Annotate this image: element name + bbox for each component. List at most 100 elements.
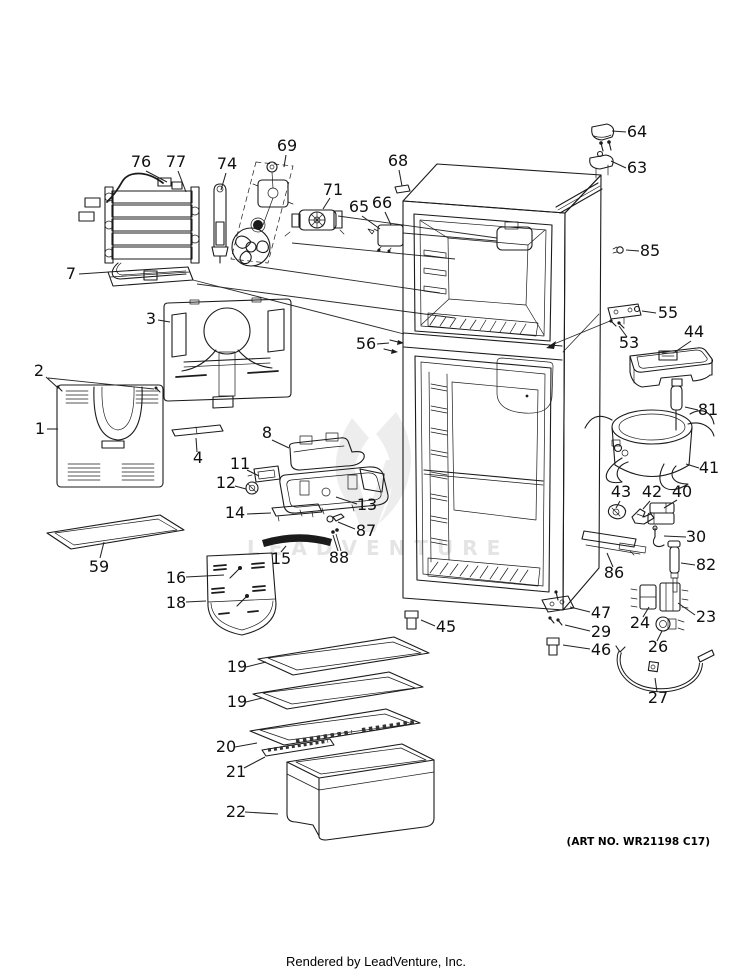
context-leader-lines [47, 215, 611, 552]
callout-53: 53 [619, 333, 639, 352]
art-number-text: (ART NO. WR21198 C17) [567, 836, 710, 848]
callout-8: 8 [262, 423, 272, 442]
leader-line-44 [674, 340, 692, 353]
callout-85: 85 [640, 241, 660, 260]
callout-19: 19 [227, 692, 247, 711]
callout-86: 86 [604, 563, 624, 582]
callout-56: 56 [356, 334, 376, 353]
part-74-heater-tube [211, 183, 229, 264]
callout-71: 71 [323, 180, 343, 199]
part-59-glass-shelf [46, 514, 185, 550]
part-42-clip [631, 508, 655, 525]
part-76-defrost-heater-wire [78, 172, 172, 222]
part-24-plate [630, 584, 657, 610]
part-88-screws [331, 528, 339, 534]
callout-40: 40 [672, 482, 692, 501]
leader-line-41 [685, 463, 700, 469]
part-30-thermal-fuse [652, 525, 665, 548]
part-47-bottom-hinge [541, 590, 575, 613]
leader-line-64 [611, 130, 627, 133]
callout-21: 21 [226, 762, 246, 781]
part-22-crisper-drawer [286, 743, 435, 841]
callout-45: 45 [436, 617, 456, 636]
callout-82: 82 [696, 555, 716, 574]
callout-55: 55 [658, 303, 678, 322]
part-15-seal-strip [262, 534, 332, 547]
callout-24: 24 [630, 613, 650, 632]
part-82-heater-tube [667, 540, 681, 593]
leader-line-77 [177, 170, 187, 193]
callout-19: 19 [227, 657, 247, 676]
callout-76: 76 [131, 152, 151, 171]
part-1-freezer-back-panel [56, 384, 164, 488]
leader-line-65 [361, 215, 381, 230]
callout-81: 81 [698, 400, 718, 419]
callout-88: 88 [329, 548, 349, 567]
part-4-trim-bar [171, 424, 224, 437]
callout-3: 3 [146, 309, 156, 328]
callout-44: 44 [684, 322, 704, 341]
leader-line-43 [615, 500, 621, 509]
leader-line-59 [99, 541, 105, 559]
leader-line-24 [642, 606, 650, 618]
leader-line-47 [569, 606, 591, 613]
part-18-access-cover [206, 552, 277, 636]
leader-line-3 [157, 319, 171, 323]
leader-line-55 [641, 310, 657, 314]
part-71-fan-motor [284, 209, 345, 237]
leader-line-46 [562, 644, 591, 650]
callout-77: 77 [166, 152, 186, 171]
part-13-base-pan [279, 466, 389, 517]
leader-line-76 [145, 170, 168, 183]
callout-42: 42 [642, 482, 662, 501]
part-19-shelf-lower [252, 671, 424, 710]
callout-14: 14 [225, 503, 245, 522]
part-85-screw [612, 246, 624, 254]
leader-line-40 [663, 499, 678, 509]
callout-7: 7 [66, 264, 76, 283]
part-63-top-hinge [589, 140, 614, 179]
callout-59: 59 [89, 557, 109, 576]
part-55-door-closer [607, 303, 642, 325]
leader-line-2 [45, 376, 58, 388]
leader-line-11 [246, 469, 260, 477]
callout-2: 2 [34, 361, 44, 380]
rendered-by-credit: Rendered by LeadVenture, Inc. [286, 954, 466, 969]
callout-64: 64 [627, 122, 647, 141]
callout-11: 11 [230, 454, 250, 473]
leader-line-18 [185, 600, 207, 603]
leader-line-13 [335, 496, 358, 505]
callout-43: 43 [611, 482, 631, 501]
callout-26: 26 [648, 637, 668, 656]
leader-line-15 [280, 545, 287, 553]
part-81-filter-drier [670, 378, 683, 431]
leader-line-63 [610, 160, 627, 169]
leader-line-30 [663, 535, 687, 538]
leader-line-19 [245, 697, 263, 703]
leader-line-26 [656, 630, 663, 642]
leader-line-87 [337, 521, 356, 530]
part-86-drain-trough [581, 530, 647, 556]
leader-line-22 [244, 811, 279, 815]
part-11-bracket [247, 465, 281, 483]
leader-line-53 [618, 325, 628, 338]
leader-line-4 [195, 437, 198, 453]
leader-line-14 [246, 512, 272, 515]
part-14-small-tray [271, 503, 323, 522]
part-77-evaporator-coil [104, 181, 200, 280]
leader-line-86 [606, 552, 614, 568]
part-53-screws [609, 319, 625, 329]
part-26-drain-heater [655, 616, 685, 632]
leader-line-12 [234, 485, 247, 490]
callout-23: 23 [696, 607, 716, 626]
part-64-hinge-cover [591, 123, 615, 141]
callout-29: 29 [591, 622, 611, 641]
leader-line-29 [564, 624, 591, 632]
leader-line-16 [185, 574, 225, 578]
leader-line-8 [271, 439, 290, 449]
leader-line-71 [322, 197, 331, 210]
part-44-drain-pan [629, 347, 714, 388]
callout-87: 87 [356, 521, 376, 540]
